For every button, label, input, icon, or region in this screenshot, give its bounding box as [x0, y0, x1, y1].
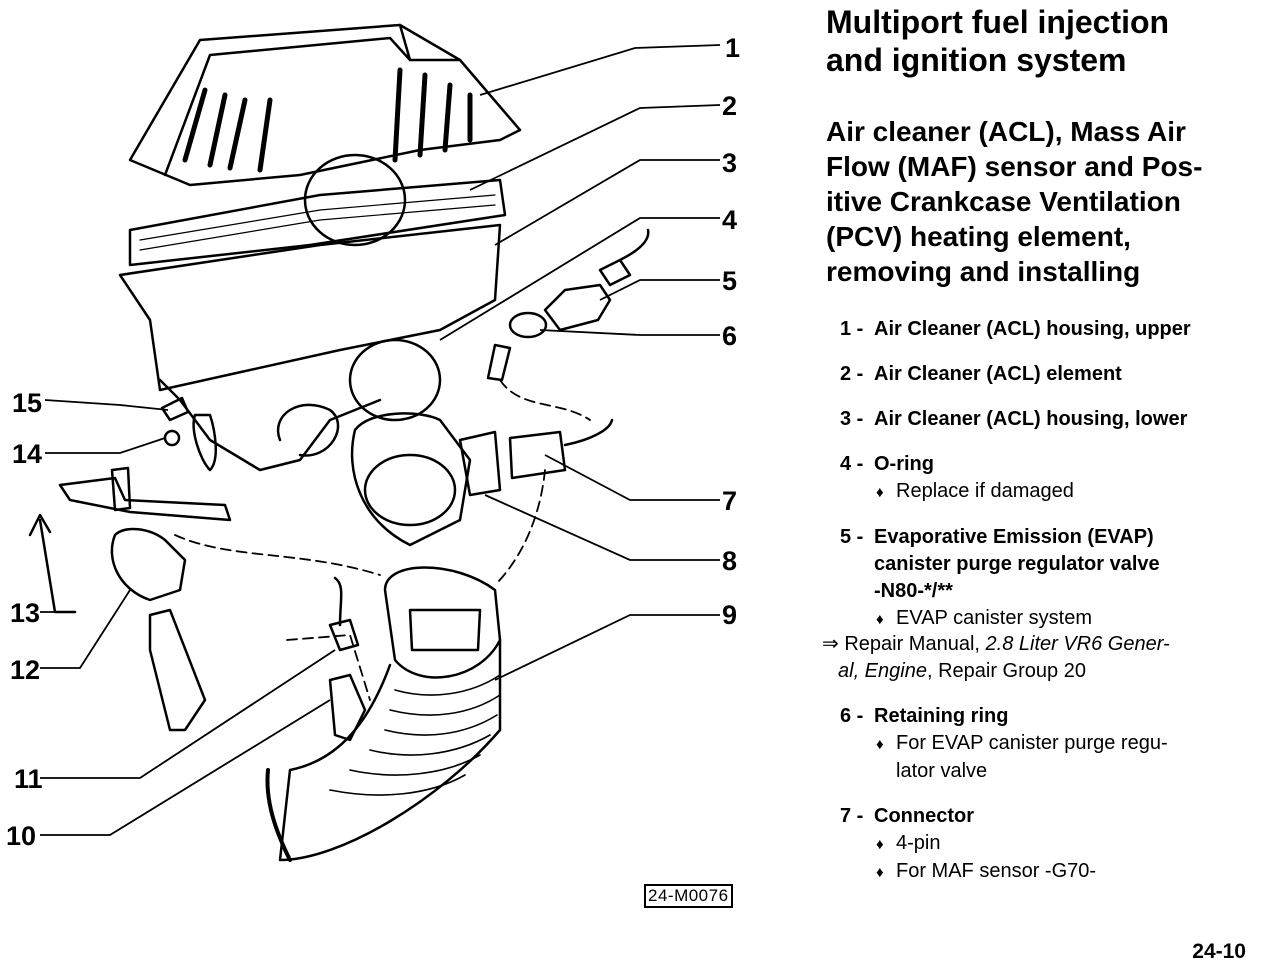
item-label: Evaporative Emission (EVAP): [874, 526, 1154, 548]
parts-list-item-7: 7 - Connector ♦4-pin ♦For MAF sensor -G70…: [840, 803, 1276, 886]
bullet-line: ♦EVAP canister system: [840, 605, 1276, 633]
right-arrow-icon: ⇒: [822, 633, 839, 655]
diamond-bullet-icon: ♦: [876, 611, 884, 628]
item-number: 1 -: [840, 318, 864, 340]
item-number: 3 -: [840, 408, 864, 430]
subtitle-line: itive Crankcase Ventilation: [826, 186, 1181, 217]
maf-sensor-shape: [350, 412, 472, 547]
subtitle-line: Flow (MAF) sensor and Pos-: [826, 151, 1203, 182]
item-number: 5 -: [840, 526, 864, 548]
diamond-bullet-icon: ♦: [876, 736, 884, 753]
item-number: 6 -: [840, 705, 864, 727]
diamond-bullet-icon: ♦: [876, 836, 884, 853]
subtitle-line: removing and installing: [826, 256, 1141, 287]
subtitle-line: (PCV) heating element,: [826, 221, 1131, 252]
item-label: Connector: [874, 805, 974, 827]
callout-4: 4: [722, 205, 738, 235]
parts-list-item-1: 1 - Air Cleaner (ACL) housing, upper: [840, 316, 1276, 343]
item-label: canister purge regulator valve: [874, 553, 1160, 575]
item-label: -N80-*/**: [874, 580, 953, 602]
section-subtitle: Air cleaner (ACL), Mass Air Flow (MAF) s…: [826, 114, 1272, 289]
item-number: 4 -: [840, 453, 864, 475]
item-label: Air Cleaner (ACL) element: [874, 363, 1122, 385]
callout-15: 15: [12, 388, 43, 418]
bullet-line: ♦4-pin: [840, 830, 1276, 858]
bullet-line: ♦For EVAP canister purge regu-: [840, 730, 1276, 758]
evap-purge-valve-shape: [543, 283, 612, 332]
parts-list-item-4: 4 - O-ring ♦Replace if damaged: [840, 451, 1276, 506]
item-label: Air Cleaner (ACL) housing, lower: [874, 408, 1188, 430]
bullet-line: lator valve: [896, 760, 988, 782]
hose-ring-upper: [303, 153, 407, 247]
subtitle-line: Air cleaner (ACL), Mass Air: [826, 116, 1186, 147]
pcv-heating-element-shape: [328, 673, 367, 742]
acl-housing-lower-shape: [118, 223, 502, 392]
repair-manual-reference: ⇒ Repair Manual, 2.8 Liter VR6 Gener- al…: [822, 633, 1170, 682]
figure-code: 24-M0076: [644, 884, 733, 908]
acl-housing-upper-shape: [128, 23, 522, 187]
bullet-line: ♦For MAF sensor -G70-: [840, 858, 1276, 886]
callout-7: 7: [722, 486, 738, 516]
parts-list-item-5: 5 - Evaporative Emission (EVAP) canister p…: [840, 524, 1276, 633]
item-label: O-ring: [874, 453, 934, 475]
item-number: 7 -: [840, 805, 864, 827]
callout-5: 5: [722, 266, 738, 296]
item-label: Air Cleaner (ACL) housing, upper: [874, 318, 1191, 340]
item-label: Retaining ring: [874, 705, 1009, 727]
maf-connector-shape: [458, 430, 502, 497]
title-line-1: Multiport fuel injection: [826, 4, 1170, 40]
pcv-hose-shape: [148, 608, 207, 732]
callout-3: 3: [722, 148, 738, 178]
callout-14: 14: [12, 439, 43, 469]
title-line-2: and ignition system: [826, 42, 1127, 78]
item-number: 2 -: [840, 363, 864, 385]
callout-6: 6: [722, 321, 738, 351]
parts-list-item-2: 2 - Air Cleaner (ACL) element: [840, 361, 1276, 388]
pressure-regulator-shape: [110, 527, 187, 602]
o-ring-shape: [348, 338, 442, 422]
diamond-bullet-icon: ♦: [876, 484, 884, 501]
callout-12: 12: [10, 655, 41, 685]
connector-plug-shape: [508, 430, 567, 480]
air-cleaner-illustration: [28, 23, 721, 862]
callout-1: 1: [725, 33, 741, 63]
parts-list: 1 - Air Cleaner (ACL) housing, upper 2 - A…: [822, 316, 1276, 904]
callout-10: 10: [6, 821, 37, 851]
text-panel: Multiport fuel injection and ignition sy…: [822, 0, 1276, 970]
exploded-parts-diagram: 1 2 3 4 5 6 7 8 9 10 11 12 13 14 15 24-M…: [6, 23, 741, 908]
callout-2: 2: [722, 91, 738, 121]
retaining-ring-shape: [508, 311, 548, 339]
parts-list-item-3: 3 - Air Cleaner (ACL) housing, lower: [840, 406, 1276, 433]
callout-11: 11: [14, 764, 43, 794]
page-title: Multiport fuel injection and ignition sy…: [826, 3, 1266, 79]
diamond-bullet-icon: ♦: [876, 864, 884, 881]
callout-13: 13: [10, 598, 41, 628]
acl-element-shape: [128, 178, 507, 267]
callout-8: 8: [722, 546, 738, 576]
bullet-line: ♦Replace if damaged: [840, 478, 1276, 506]
parts-list-item-6: 6 - Retaining ring ♦For EVAP canister pur…: [840, 703, 1276, 785]
intake-duct-shape: [383, 566, 502, 679]
page-number: 24-10: [1192, 940, 1246, 963]
callout-9: 9: [722, 600, 738, 630]
